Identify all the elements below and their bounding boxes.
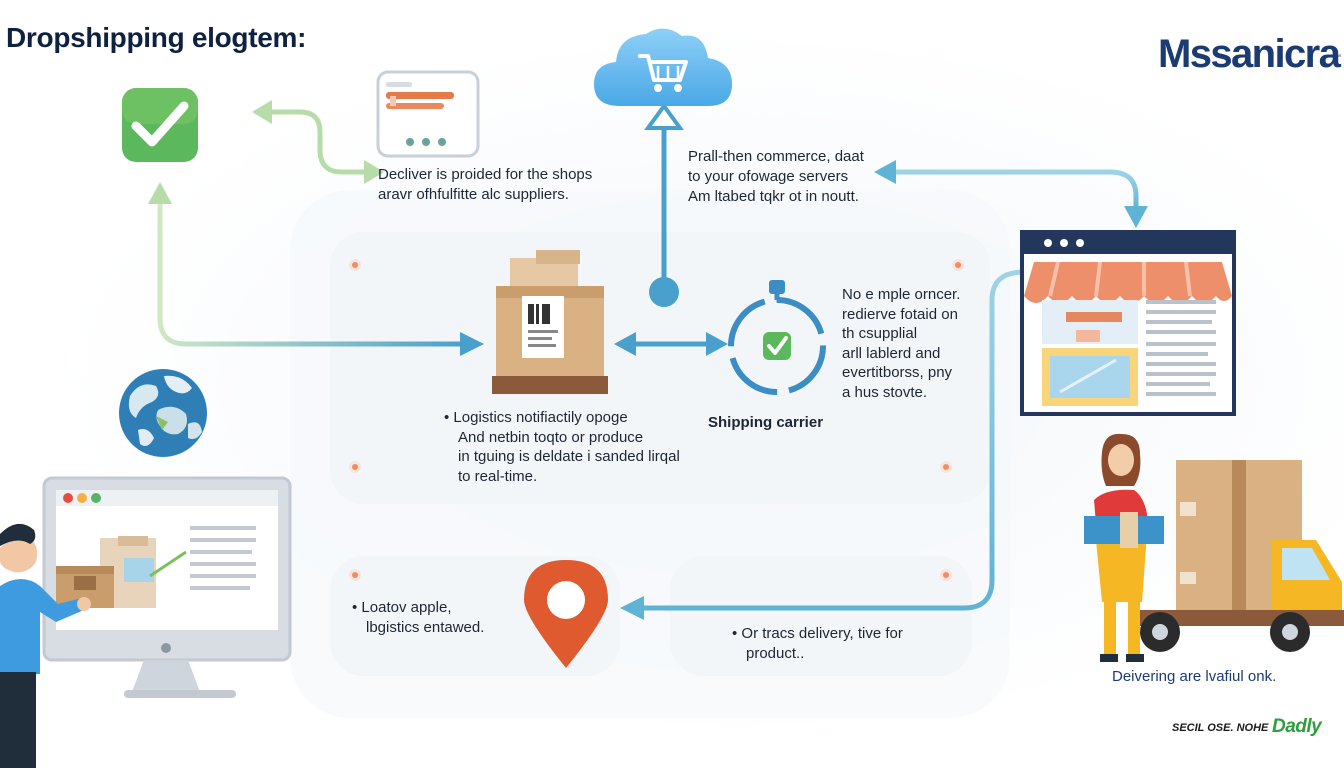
- arrow-check-to-package: [157, 197, 465, 347]
- supplier-note-line: aravr ofhfulfitte alc suppliers.: [378, 186, 569, 203]
- connector-node: [649, 277, 679, 307]
- arrow-store-to-location: [637, 269, 1027, 611]
- order-note-line: No e mple orncer.: [842, 286, 961, 303]
- globe-icon: [119, 369, 207, 457]
- tracking-note: • Or tracs delivery, tive for product..: [732, 624, 903, 664]
- order-note-line: arll lablerd and: [842, 344, 941, 362]
- arrow-head: [644, 102, 684, 130]
- arrow-head: [614, 332, 636, 356]
- commerce-note: Prall-then commerce, daat to your ofowag…: [688, 147, 864, 207]
- panel-dot: [943, 464, 949, 470]
- carrier-label: Shipping carrier: [708, 414, 824, 431]
- computer-user-icon: [0, 476, 292, 768]
- commerce-note-line: Prall-then commerce, daat: [688, 148, 864, 165]
- panel-dot: [943, 572, 949, 578]
- order-note-line: redierve fotaid on: [842, 305, 958, 323]
- checkmark-icon: [122, 88, 198, 162]
- arrow-head: [148, 182, 172, 204]
- panel-dot: [955, 262, 961, 268]
- logistics-note-line: in tguing is deldate i sanded lirqal: [458, 448, 680, 465]
- supplier-note: Decliver is proided for the shops aravr …: [378, 165, 592, 205]
- logistics-note-line: And netbin toqto or produce: [458, 428, 644, 446]
- footer-text: SECIL OSE. NOHE: [1172, 722, 1269, 734]
- logistics-note: • Logistics notifiactily opoge And netbi…: [444, 408, 680, 486]
- arrow-commerce-to-store: [889, 169, 1139, 213]
- panel-dot: [352, 464, 358, 470]
- logistics-panel: [330, 232, 990, 504]
- location-note: • Loatov apple, lbgistics entawed.: [352, 598, 484, 638]
- location-pin-icon: [524, 560, 608, 668]
- arrow-head: [252, 100, 272, 124]
- order-note-line: a hus stovte.: [842, 383, 928, 401]
- panel-dot: [352, 572, 358, 578]
- arrow-head: [460, 332, 484, 356]
- storefront-icon: [1020, 230, 1236, 416]
- delivery-label: Deivering are lvafiul onk.: [1112, 668, 1277, 685]
- logistics-note-line: to real-time.: [458, 467, 538, 485]
- order-note: No e mple orncer. redierve fotaid on th …: [842, 285, 960, 402]
- location-note-line: • Loatov apple,: [352, 599, 452, 616]
- logistics-note-line: • Logistics notifiactily opoge: [444, 409, 628, 426]
- arrow-check-to-supplier: [265, 109, 371, 175]
- location-note-line: lbgistics entawed.: [366, 619, 485, 636]
- commerce-note-line: to your ofowage servers: [688, 168, 849, 185]
- arrow-head: [364, 160, 384, 184]
- supplier-note-line: Decliver is proided for the shops: [378, 166, 593, 183]
- panel-dot: [352, 262, 358, 268]
- arrow-head: [706, 332, 728, 356]
- delivery-person-truck-icon: [1084, 433, 1344, 662]
- brand-trademark: ™: [1334, 54, 1341, 61]
- brand-logo: Mssanicra: [1158, 32, 1341, 76]
- arrow-head: [1124, 206, 1148, 228]
- commerce-note-line: Am ltabed tqkr ot in noutt.: [688, 188, 859, 205]
- footer-logo: Dadly: [1272, 716, 1322, 737]
- cloud-cart-icon: [594, 28, 732, 106]
- arrow-head: [620, 596, 644, 620]
- tracking-panel: [670, 556, 972, 676]
- package-box-icon: [492, 250, 608, 394]
- order-note-line: th csupplial: [842, 325, 918, 342]
- tracking-note-line: • Or tracs delivery, tive for: [732, 625, 903, 642]
- page-title: Dropshipping elogtem:: [6, 22, 307, 53]
- tracking-note-line: product..: [746, 645, 805, 662]
- arrow-head: [874, 160, 896, 184]
- order-list-icon: [376, 70, 480, 158]
- order-note-line: evertitborss, pny: [842, 364, 953, 381]
- carrier-check-icon: [728, 280, 826, 395]
